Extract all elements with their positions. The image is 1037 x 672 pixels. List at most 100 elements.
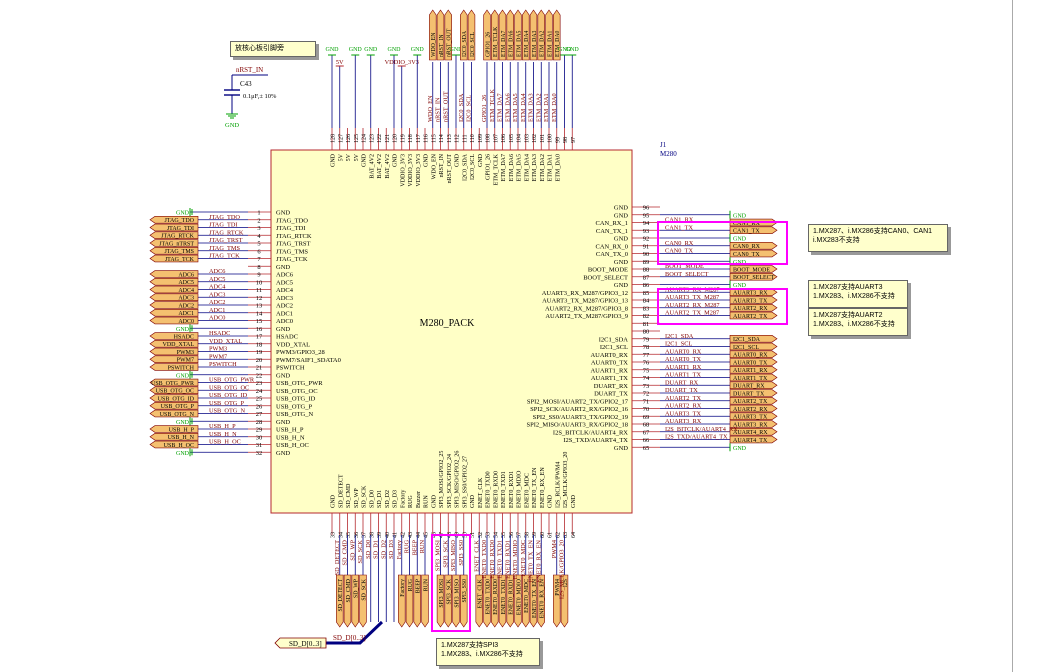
port-jtag-rtck[interactable] [149, 231, 199, 239]
port-etm-da7[interactable] [498, 9, 507, 61]
port-auart0-rx[interactable] [729, 350, 778, 358]
port-label[interactable]: AUART2_TX [733, 314, 768, 320]
port-label[interactable]: HSADC [174, 334, 194, 340]
port-label[interactable]: CAN0_RX [733, 244, 761, 250]
port-label[interactable]: CAN1_RX [733, 221, 761, 227]
port-spi3-mosi[interactable] [436, 574, 445, 628]
port-enet0-mdio[interactable] [514, 574, 522, 628]
port-can0-tx[interactable] [729, 249, 778, 258]
port-label[interactable]: ETM_DA6 [509, 30, 515, 57]
port-label[interactable]: ADC4 [178, 288, 194, 294]
port-label[interactable]: DUART_RX [733, 384, 765, 390]
port-label[interactable]: ETM_DA4 [524, 30, 530, 57]
port-pswitch[interactable] [149, 363, 199, 371]
port-label[interactable]: CAN1_TX [733, 229, 760, 235]
port-usb-otg-p[interactable] [149, 402, 199, 410]
port-usb-otg-oc[interactable] [149, 386, 199, 394]
port-pwm7[interactable] [149, 355, 199, 363]
port-adc3[interactable] [149, 293, 199, 301]
port-label[interactable]: ADC2 [178, 303, 194, 309]
port-label[interactable]: ENET0_RXD0 [493, 579, 499, 615]
port-label[interactable]: I2C1_SCL [733, 345, 759, 351]
port-nrst-out[interactable] [444, 9, 452, 61]
port-label[interactable]: ETM_DA0 [555, 30, 561, 57]
port-enet0-tx-en[interactable] [529, 574, 538, 628]
port-rug[interactable] [405, 574, 414, 628]
port-adc2[interactable] [149, 301, 199, 309]
port-auart2-rx[interactable] [729, 404, 778, 413]
port-adc0[interactable] [149, 316, 199, 325]
port-etm-da1[interactable] [545, 9, 553, 61]
port-label[interactable]: AUART3_RX [733, 422, 768, 428]
port-jtag-tdo[interactable] [149, 216, 199, 224]
port-label[interactable]: ADC3 [178, 296, 194, 302]
port-label[interactable]: CAN0_TX [733, 252, 760, 258]
port-label[interactable]: SPI3_SS0 [462, 579, 468, 603]
port-usb-otg-pwr[interactable] [149, 378, 199, 387]
port-i2c1-sda[interactable] [729, 335, 778, 343]
port-duart-tx[interactable] [729, 389, 778, 397]
port-label[interactable]: USB_H_P [169, 427, 195, 433]
bus-port[interactable] [274, 637, 327, 649]
port-adc1[interactable] [149, 309, 199, 317]
port-sd-cmd[interactable] [343, 574, 352, 628]
port-spi3-sck[interactable] [444, 574, 452, 628]
port-label[interactable]: AUART4_RX [733, 430, 768, 436]
port-label[interactable]: BOOT_MODE [733, 267, 770, 273]
port-label[interactable]: ETM_DA5 [516, 30, 522, 57]
port-label[interactable]: VDD_XTAL [162, 342, 194, 348]
port-label[interactable]: AUART2_TX [733, 399, 768, 405]
port-label[interactable]: SPI3_MISO [454, 579, 460, 608]
port-label[interactable]: WDO_EN [431, 32, 437, 57]
port-label[interactable]: I2C0_SDA [462, 30, 468, 57]
port-enet0-txd1[interactable] [498, 574, 507, 628]
port-auart3-tx[interactable] [729, 412, 778, 420]
port-label[interactable]: I2C1_SDA [733, 337, 761, 343]
port-label[interactable]: ETM_DA1 [547, 30, 553, 57]
port-enet0-txd0[interactable] [483, 574, 491, 628]
port-pwm4[interactable] [553, 574, 561, 628]
port-can1-tx[interactable] [729, 226, 778, 234]
port-label[interactable]: USB_OTG_P [161, 404, 195, 410]
port-label[interactable]: ENET0_TX_EN [532, 578, 538, 618]
port-label[interactable]: JTAG_RTCK [161, 234, 194, 240]
port-label[interactable]: RUG [408, 579, 414, 591]
port-label[interactable]: ENET0_RX_EN [540, 578, 546, 618]
port-auart3-tx[interactable] [729, 296, 778, 304]
port-label[interactable]: SD_DETECT [338, 579, 344, 612]
port-label[interactable]: BEEP [416, 579, 422, 593]
port-auart0-tx[interactable] [729, 358, 778, 366]
port-etm-da6[interactable] [506, 9, 514, 61]
port-enet0-rx-en[interactable] [537, 574, 545, 628]
port-label[interactable]: I2S [563, 579, 569, 587]
port-enet-clk[interactable] [475, 574, 483, 628]
port-label[interactable]: ETM_DA3 [532, 30, 538, 57]
port-enet0-rxd0[interactable] [491, 574, 499, 628]
port-i2c1-scl[interactable] [729, 342, 778, 351]
port-auart2-tx[interactable] [729, 397, 778, 405]
port-label[interactable]: ADC5 [178, 280, 194, 286]
port-beep[interactable] [413, 574, 421, 628]
port-i2c0-sda[interactable] [460, 9, 468, 61]
port-label[interactable]: Factory [400, 579, 406, 597]
port-label[interactable]: ENET0_RXD1 [509, 579, 515, 615]
port-run[interactable] [421, 574, 429, 628]
port-label[interactable]: ETM_TCLK [493, 26, 499, 57]
port-label[interactable]: PWM3 [177, 350, 194, 356]
port-label[interactable]: AUART2_RX [733, 407, 768, 413]
port-gpio1-26[interactable] [483, 9, 491, 61]
port-label[interactable]: GPIO1_26 [485, 32, 491, 57]
port-enet0-mdc[interactable] [522, 574, 530, 628]
port-label[interactable]: ETM_DA7 [501, 30, 507, 57]
port-label[interactable]: JTAG_TDO [164, 218, 194, 224]
port-jtag-tdi[interactable] [149, 223, 199, 232]
port-jtag-tms[interactable] [149, 247, 199, 255]
port-label[interactable]: JTAG_TDI [167, 226, 194, 232]
port-label[interactable]: I2C0_SCL [470, 31, 476, 57]
port-hsadc[interactable] [149, 332, 199, 340]
port-jtag-ntrst[interactable] [149, 239, 199, 247]
port-label[interactable]: AUART3_RX [733, 291, 768, 297]
port-sd-wp[interactable] [351, 574, 359, 628]
port-label[interactable]: JTAG_TCK [165, 257, 195, 263]
port-label[interactable]: JTAG_TMS [164, 249, 194, 255]
